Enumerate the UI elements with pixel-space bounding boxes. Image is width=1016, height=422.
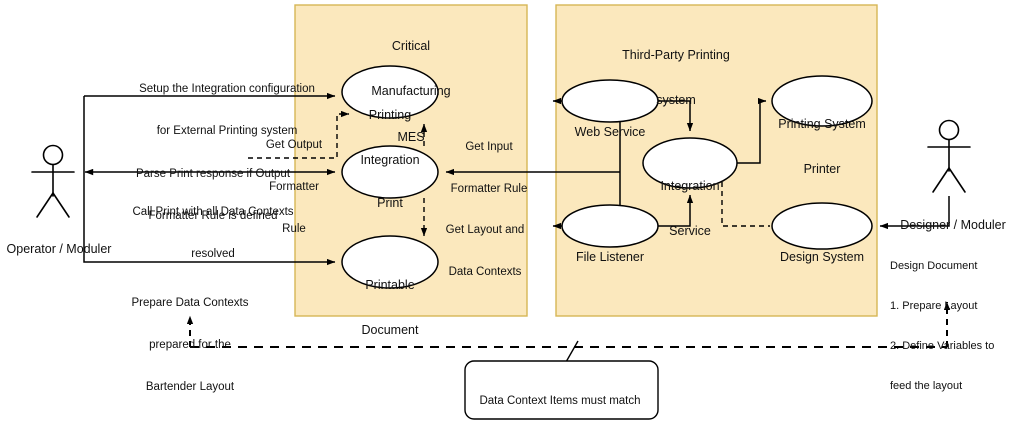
use-case-printing-integration[interactable]	[341, 65, 439, 119]
note-data-context-line1: Data Context Items must match	[479, 395, 641, 408]
edge-label-call-print-line1: Call Print with all Data Contexts	[132, 206, 294, 219]
note-design-document: Design Document 1. Prepare Layout 2. Def…	[890, 233, 1016, 421]
edge-label-setup-integration-line1: Setup the Integration configuration	[139, 83, 315, 96]
actor-designer-figure	[927, 119, 971, 193]
actor-operator-figure	[31, 144, 75, 218]
edge-label-parse-print-response: Parse Print response if Output Formatter…	[88, 139, 338, 251]
note-design-document-line3: 2. Define Variables to	[890, 340, 995, 353]
edge-label-prepare-data-contexts-line1: Prepare Data Contexts	[131, 297, 249, 310]
note-callout-tail	[565, 340, 579, 363]
edge-label-get-layout-and-data-contexts-line2: Data Contexts	[448, 266, 522, 279]
edge-label-get-input-formatter-rule-line1: Get Input	[465, 141, 513, 154]
edge-label-get-layout-and-data-contexts: Get Layout and Data Contexts	[432, 195, 538, 307]
actor-label-operator-text: Operator / Moduler	[6, 241, 112, 256]
actor-label-operator: Operator / Moduler	[0, 211, 118, 287]
edge-file-listener-to-integration-service	[658, 194, 694, 227]
edge-label-parse-print-response-line2: Formatter Rule is defined	[148, 210, 278, 223]
edge-label-get-layout-and-data-contexts-line1: Get Layout and	[445, 224, 525, 237]
edge-label-setup-integration: Setup the Integration configuration for …	[82, 54, 372, 166]
edge-label-get-output-formatter-rule-line2: Formatter	[269, 181, 319, 194]
system-title-mes: Critical Manufacturing MES	[295, 8, 527, 176]
use-case-print[interactable]	[341, 145, 439, 199]
use-case-file-listener[interactable]	[561, 204, 659, 248]
system-title-mes-line2: Manufacturing	[371, 84, 451, 99]
edge-label-get-output-formatter-rule-line1: Get Output	[265, 139, 323, 152]
edge-get-output-formatter-rule	[248, 110, 350, 159]
edge-label-get-output-formatter-rule-line3: Rule	[282, 223, 306, 236]
edge-label-prepare-data-contexts: Prepare Data Contexts prepared for the B…	[95, 268, 285, 422]
edge-label-parse-print-response-line1: Parse Print response if Output	[135, 168, 291, 181]
note-design-document-line4: feed the layout	[890, 380, 963, 393]
system-title-third-party-line2: system	[656, 93, 696, 108]
actor-label-designer: Designer / Moduler	[893, 187, 1013, 263]
edge-integration-service-to-printer	[737, 97, 767, 164]
edge-label-call-print-line2: resolved	[191, 248, 235, 261]
edge-label-get-input-formatter-rule: Get Input Formatter Rule	[434, 112, 544, 224]
system-title-mes-line3: MES	[397, 130, 425, 144]
use-case-design-system[interactable]	[771, 202, 873, 250]
edge-designer-to-design-system	[879, 196, 950, 230]
use-case-printing-system-printer[interactable]	[771, 75, 873, 127]
edge-label-prepare-data-contexts-line3: Bartender Layout	[145, 381, 235, 394]
actor-label-designer-text: Designer / Moduler	[900, 217, 1006, 232]
note-data-context: Data Context Items must match the Config…	[470, 366, 650, 422]
edge-integration-service-to-design-system	[721, 182, 770, 227]
note-design-document-line1: Design Document	[890, 259, 978, 272]
edge-label-get-input-formatter-rule-line2: Formatter Rule	[450, 183, 528, 196]
use-case-integration-service[interactable]	[642, 137, 738, 189]
edge-label-call-print: Call Print with all Data Contexts resolv…	[88, 177, 338, 289]
edge-operator-spine-bottom	[83, 172, 336, 266]
edge-label-setup-integration-line2: for External Printing system	[156, 125, 298, 138]
use-case-printable-document[interactable]	[341, 235, 439, 289]
system-title-mes-line1: Critical	[391, 38, 431, 53]
note-design-document-line2: 1. Prepare Layout	[890, 300, 978, 313]
system-title-third-party-line1: Third-Party Printing	[622, 47, 730, 62]
edge-label-prepare-data-contexts-line2: prepared for the	[149, 339, 231, 352]
note-callout-box[interactable]	[464, 360, 659, 420]
edge-label-get-output-formatter-rule: Get Output Formatter Rule	[258, 110, 330, 264]
system-title-third-party: Third-Party Printing system	[566, 17, 786, 139]
edge-web-service-to-integration-service	[658, 100, 694, 132]
